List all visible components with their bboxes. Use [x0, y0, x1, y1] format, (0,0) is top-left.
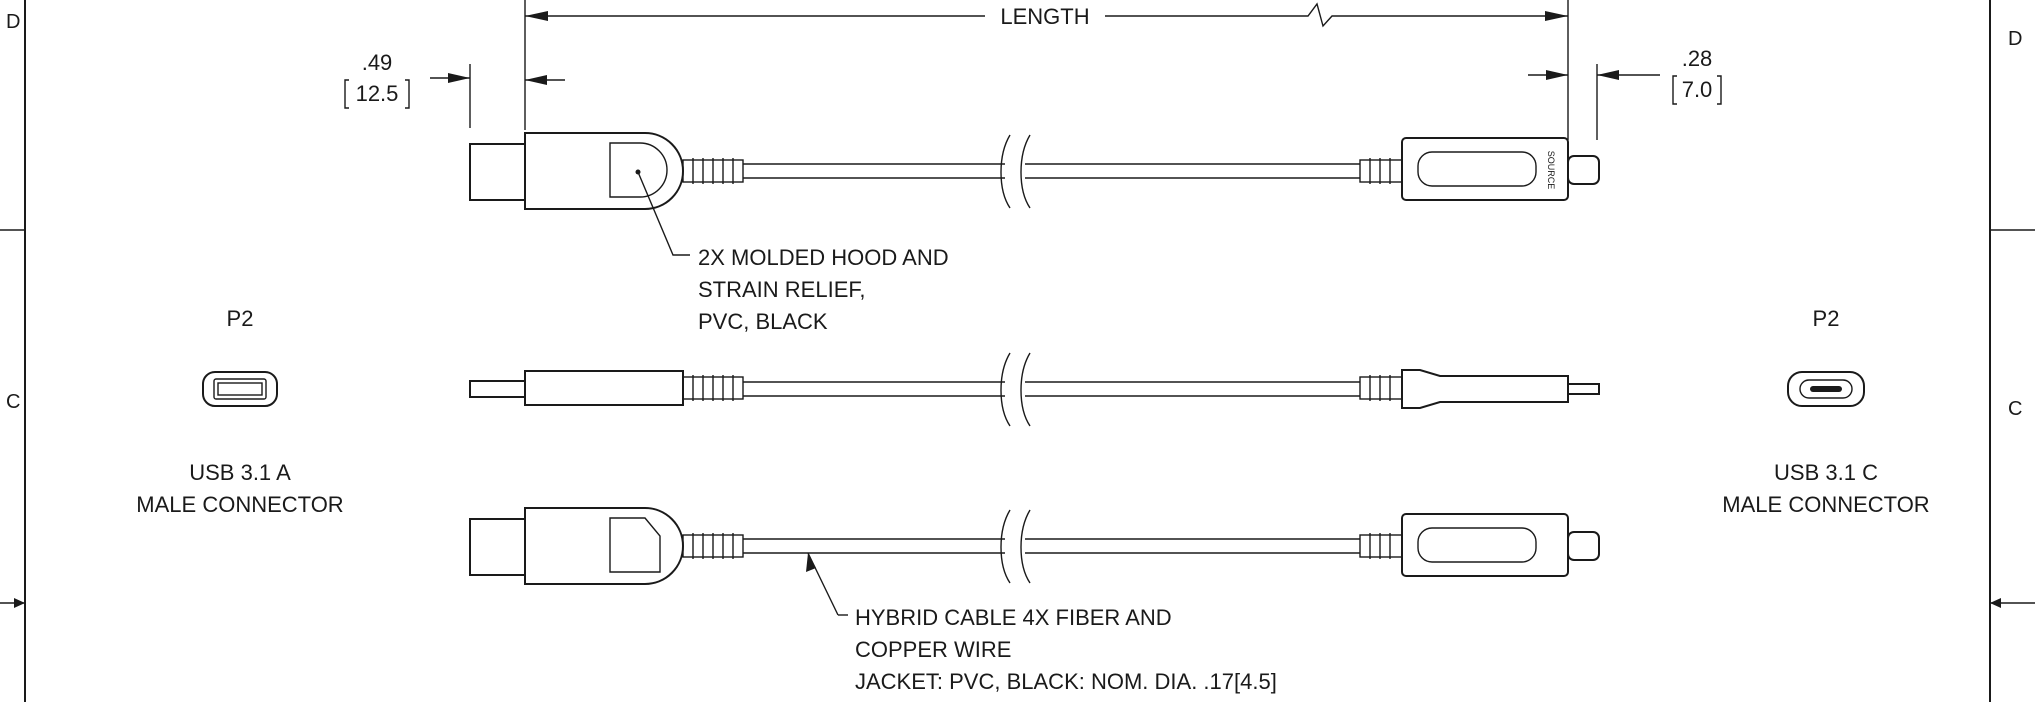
- strain-relief-right-side: [1359, 375, 1403, 401]
- hood-window-bottom: [609, 517, 661, 573]
- hood-callout-line-3: PVC, BLACK: [698, 309, 828, 334]
- strain-relief-left-side: [682, 375, 744, 401]
- usb-c-plug-side: [1567, 383, 1600, 395]
- usb-c-housing-bottom: [1401, 513, 1569, 577]
- hood-window-top: [609, 142, 668, 198]
- usb-c-grip-top: [1417, 151, 1537, 187]
- hood-callout-line-2: STRAIN RELIEF,: [698, 277, 865, 302]
- cable-callout-line-1: HYBRID CABLE 4X FIBER AND: [855, 605, 1172, 630]
- usb-c-housing-side: [1401, 369, 1569, 409]
- usb-a-hood-top: [524, 132, 684, 210]
- cable-callout-line-2: COPPER WIRE: [855, 637, 1011, 662]
- usb-a-plug-top: [469, 143, 526, 201]
- left-connector-type-2: MALE CONNECTOR: [136, 492, 343, 517]
- right-dim-inches: .28: [1682, 46, 1713, 71]
- usb-c-grip-bottom: [1417, 527, 1537, 563]
- left-connector-type-1: USB 3.1 A: [189, 460, 291, 485]
- strain-relief-right-bottom: [1359, 533, 1403, 559]
- usb-c-plug-top: [1567, 155, 1600, 185]
- center-mark-left: [0, 598, 25, 608]
- right-connector-ref: P2: [1813, 306, 1840, 331]
- strain-relief-right-top: [1359, 158, 1403, 184]
- left-dim-mm: 12.5: [356, 81, 399, 106]
- left-dim-inches: .49: [362, 50, 393, 75]
- strain-relief-left-top: [682, 158, 744, 184]
- usb-a-face-outer: [202, 371, 278, 407]
- cable-callout: HYBRID CABLE 4X FIBER AND COPPER WIRE JA…: [806, 552, 1277, 694]
- right-connector-type-1: USB 3.1 C: [1774, 460, 1878, 485]
- usb-a-face-shell: [213, 378, 267, 400]
- center-mark-right: [1990, 598, 2035, 608]
- hood-callout: 2X MOLDED HOOD AND STRAIN RELIEF, PVC, B…: [637, 171, 949, 334]
- left-connector-ref: P2: [227, 306, 254, 331]
- cable-top-view: SOURCE: [469, 132, 1600, 210]
- usb-c-face-tongue: [1810, 386, 1842, 392]
- usb-a-plug-bottom: [469, 518, 526, 576]
- length-label: LENGTH: [1000, 4, 1089, 29]
- zone-label-right-mid: C: [2008, 398, 2022, 420]
- usb-a-hood-side: [524, 370, 684, 406]
- cable-bottom-view: [469, 507, 1600, 585]
- right-plug-dimension: .28 7.0: [1528, 46, 1722, 140]
- usb-a-face-view: P2 USB 3.1 A MALE CONNECTOR: [136, 306, 343, 517]
- left-hood-dimension: .49 12.5: [344, 50, 565, 128]
- right-connector-type-2: MALE CONNECTOR: [1722, 492, 1929, 517]
- usb-a-face-tongue: [217, 382, 263, 396]
- cable-callout-line-3: JACKET: PVC, BLACK: NOM. DIA. .17[4.5]: [855, 669, 1277, 694]
- zone-label-left-mid: C: [6, 391, 20, 413]
- zone-label-left-top: D: [6, 11, 20, 33]
- right-dim-mm: 7.0: [1682, 77, 1713, 102]
- usb-a-plug-side: [469, 380, 526, 398]
- usb-c-housing-top: [1401, 137, 1569, 201]
- zone-label-right-top: D: [2008, 28, 2022, 50]
- source-stamp: SOURCE: [1546, 151, 1556, 190]
- cable-side-view: [469, 352, 1600, 427]
- usb-c-plug-bottom: [1567, 531, 1600, 561]
- hood-callout-line-1: 2X MOLDED HOOD AND: [698, 245, 949, 270]
- usb-c-face-shell: [1799, 379, 1853, 399]
- usb-c-face-view: P2 USB 3.1 C MALE CONNECTOR: [1722, 306, 1929, 517]
- strain-relief-left-bottom: [682, 533, 744, 559]
- length-dimension: LENGTH: [524, 0, 1569, 140]
